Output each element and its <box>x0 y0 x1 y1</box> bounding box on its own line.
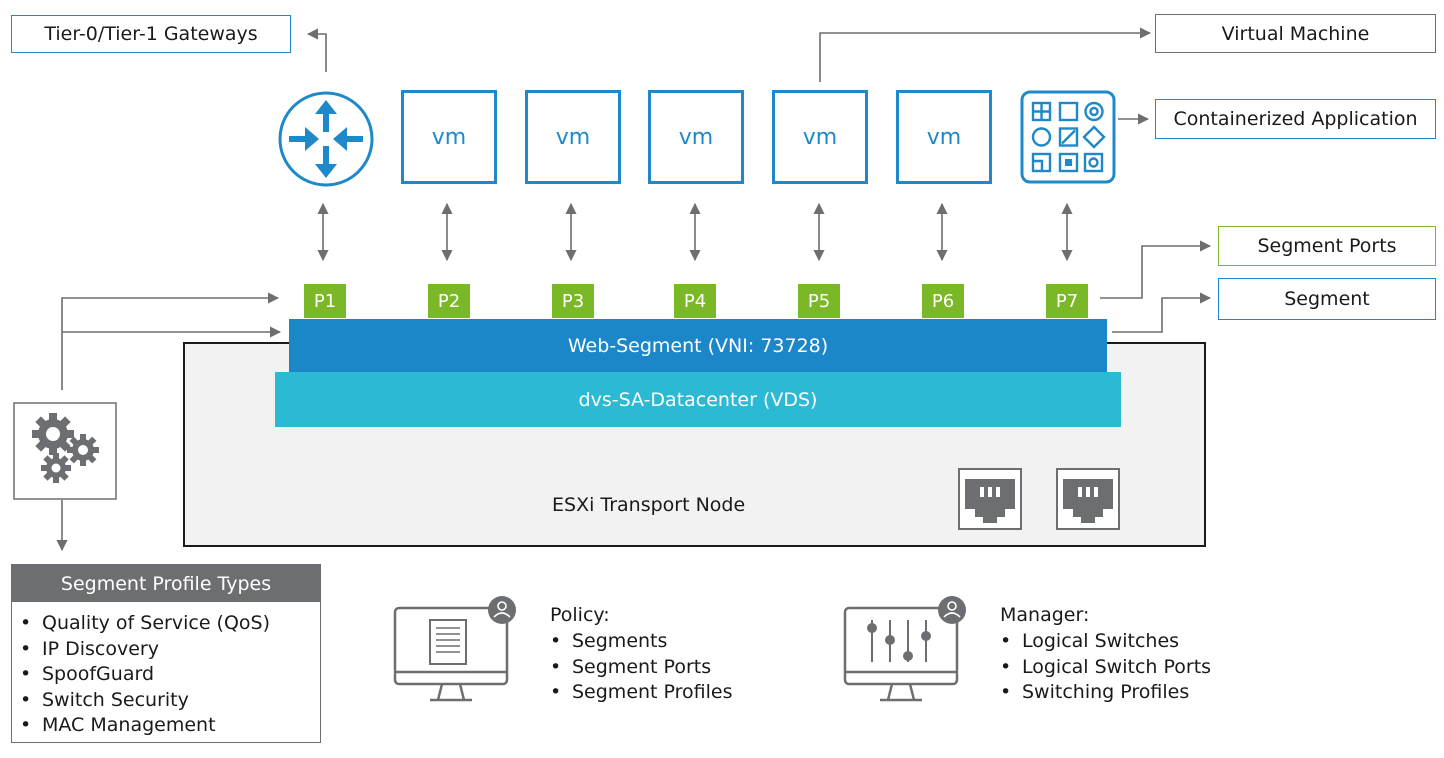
list-item: Quality of Service (QoS) <box>16 611 320 637</box>
gateways-label: Tier-0/Tier-1 Gateways <box>11 15 291 53</box>
gears-icon <box>13 402 117 500</box>
list-item: Logical Switches <box>996 629 1211 655</box>
segment-ports-label: Segment Ports <box>1218 226 1436 266</box>
list-item: MAC Management <box>16 713 320 739</box>
policy-title: Policy: <box>550 604 610 626</box>
containerized-application-label: Containerized Application <box>1155 99 1436 139</box>
network-port-icon <box>958 468 1022 530</box>
list-item: Switching Profiles <box>996 680 1211 706</box>
policy-list: Segments Segment Ports Segment Profiles <box>546 629 733 706</box>
list-item: IP Discovery <box>16 637 320 663</box>
list-item: Segments <box>546 629 733 655</box>
virtual-machine-1[interactable]: vm <box>401 90 497 184</box>
segment-port-p4[interactable]: P4 <box>674 284 716 318</box>
container-app-icon <box>1020 90 1116 184</box>
virtual-machine-5[interactable]: vm <box>896 90 992 184</box>
virtual-machine-label: Virtual Machine <box>1155 14 1436 53</box>
segment-label: Segment <box>1218 278 1436 320</box>
virtual-machine-3[interactable]: vm <box>648 90 744 184</box>
segment-port-p2[interactable]: P2 <box>428 284 470 318</box>
segment-port-p7[interactable]: P7 <box>1046 284 1088 318</box>
segment-port-p6[interactable]: P6 <box>922 284 964 318</box>
virtual-machine-2[interactable]: vm <box>525 90 621 184</box>
list-item: SpoofGuard <box>16 662 320 688</box>
profile-types-header: Segment Profile Types <box>12 565 320 602</box>
manager-title: Manager: <box>1000 604 1090 626</box>
profile-types-panel: Segment Profile Types Quality of Service… <box>11 564 321 743</box>
vds-bar[interactable]: dvs-SA-Datacenter (VDS) <box>275 372 1121 427</box>
network-port-icon <box>1056 468 1120 530</box>
manager-monitor-icon <box>843 596 966 702</box>
list-item: Logical Switch Ports <box>996 655 1211 681</box>
segment-port-p1[interactable]: P1 <box>304 284 346 318</box>
list-item: Switch Security <box>16 688 320 714</box>
transport-node-label: ESXi Transport Node <box>552 494 746 516</box>
virtual-machine-4[interactable]: vm <box>772 90 868 184</box>
profile-types-list: Quality of Service (QoS) IP Discovery Sp… <box>12 602 320 739</box>
segment-port-p5[interactable]: P5 <box>798 284 840 318</box>
manager-list: Logical Switches Logical Switch Ports Sw… <box>996 629 1211 706</box>
list-item: Segment Profiles <box>546 680 733 706</box>
list-item: Segment Ports <box>546 655 733 681</box>
router-icon <box>278 91 374 187</box>
segment-port-p3[interactable]: P3 <box>552 284 594 318</box>
policy-monitor-icon <box>393 596 516 702</box>
web-segment-bar[interactable]: Web-Segment (VNI: 73728) <box>289 319 1107 372</box>
